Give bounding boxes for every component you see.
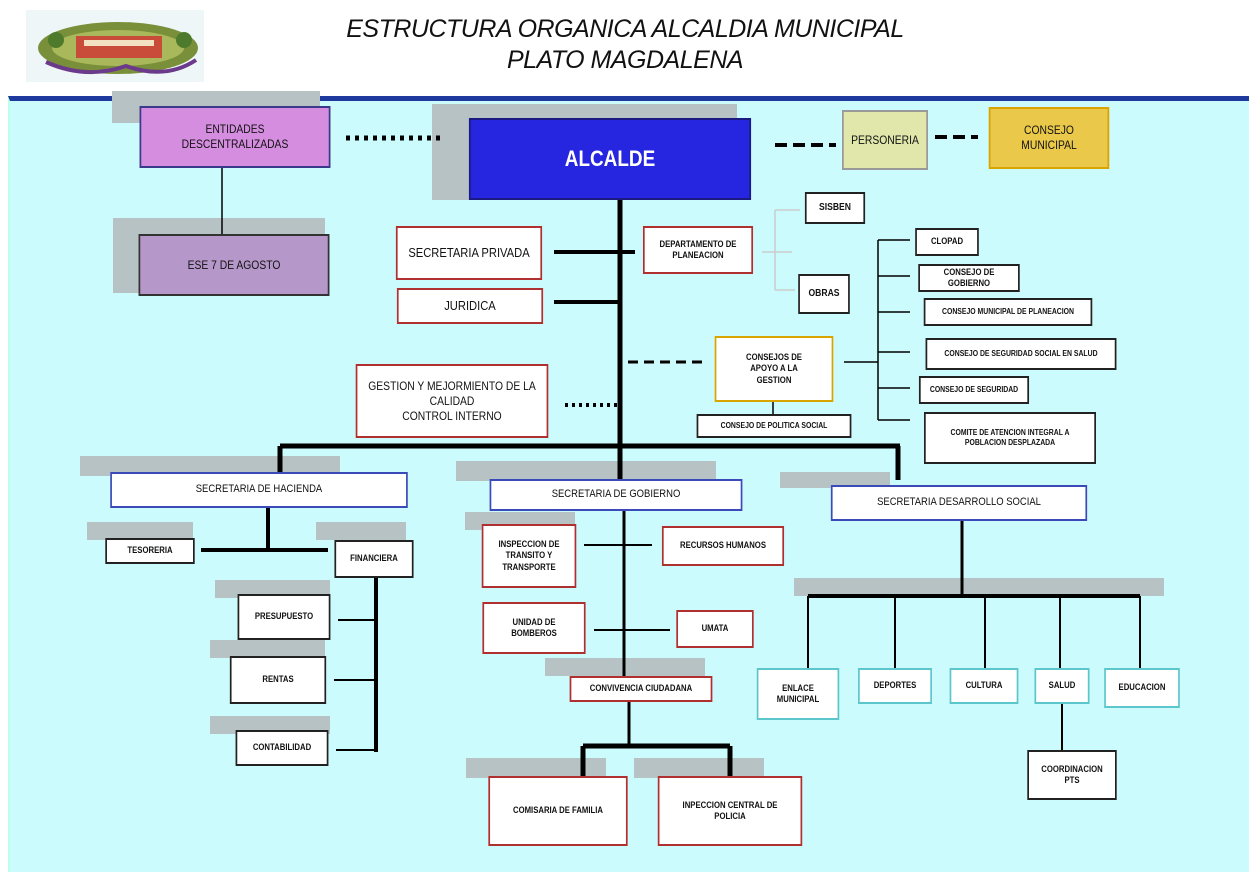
title-line-1: ESTRUCTURA ORGANICA ALCALDIA MUNICIPAL <box>346 15 904 43</box>
node-secretaria-gobierno: SECRETARIA DE GOBIERNO <box>489 479 743 511</box>
shadow <box>780 472 890 488</box>
chart-title: ESTRUCTURA ORGANICA ALCALDIA MUNICIPAL P… <box>300 14 950 76</box>
node-cultura: CULTURA <box>949 668 1019 704</box>
title-line-2: PLATO MAGDALENA <box>506 46 744 74</box>
node-secretaria-desarrollo-social: SECRETARIA DESARROLLO SOCIAL <box>830 485 1088 521</box>
node-deportes: DEPORTES <box>858 668 932 704</box>
node-personeria: PERSONERIA <box>842 110 928 170</box>
node-tesoreria: TESORERIA <box>105 538 195 564</box>
shadow <box>316 522 406 540</box>
shadow <box>210 716 330 734</box>
node-consejo-municipal-planeacion: CONSEJO MUNICIPAL DE PLANEACION <box>923 298 1093 326</box>
node-ese-7-de-agosto: ESE 7 DE AGOSTO <box>138 234 330 296</box>
node-recursos-humanos: RECURSOS HUMANOS <box>661 526 785 566</box>
node-departamento-planeacion: DEPARTAMENTO DE PLANEACION <box>642 226 754 274</box>
node-consejos-apoyo-gestion: CONSEJOS DE APOYO A LA GESTION <box>714 336 834 402</box>
node-enlace-municipal: ENLACE MUNICIPAL <box>756 668 840 720</box>
node-alcalde: ALCALDE <box>468 118 752 200</box>
node-convivencia-ciudadana: CONVIVENCIA CIUDADANA <box>569 676 713 702</box>
node-consejo-seguridad-social-salud: CONSEJO DE SEGURIDAD SOCIAL EN SALUD <box>925 338 1117 370</box>
node-contabilidad: CONTABILIDAD <box>235 730 329 766</box>
node-rentas: RENTAS <box>229 656 327 704</box>
shadow <box>87 522 193 540</box>
node-umata: UMATA <box>676 610 754 648</box>
shadow <box>215 580 330 598</box>
node-financiera: FINANCIERA <box>334 540 414 578</box>
municipal-logo <box>26 10 204 82</box>
shadow <box>456 461 716 481</box>
node-comite-poblacion-desplazada: COMITE DE ATENCION INTEGRAL A POBLACION … <box>924 412 1096 464</box>
node-consejo-seguridad: CONSEJO DE SEGURIDAD <box>918 376 1030 404</box>
node-entidades-descentralizadas: ENTIDADES DESCENTRALIZADAS <box>139 106 331 168</box>
node-secretaria-hacienda: SECRETARIA DE HACIENDA <box>110 472 408 508</box>
node-consejo-politica-social: CONSEJO DE POLITICA SOCIAL <box>696 414 852 438</box>
node-presupuesto: PRESUPUESTO <box>237 594 331 640</box>
shadow <box>210 640 325 658</box>
shadow <box>80 456 340 476</box>
node-consejo-gobierno: CONSEJO DE GOBIERNO <box>918 264 1020 292</box>
node-concejo-municipal: CONSEJO MUNICIPAL <box>988 107 1110 169</box>
header: ESTRUCTURA ORGANICA ALCALDIA MUNICIPAL P… <box>0 0 1251 96</box>
node-educacion: EDUCACION <box>1104 668 1180 708</box>
node-coordinacion-pts: COORDINACION PTS <box>1027 750 1117 800</box>
node-inspeccion-transito: INSPECCION DE TRANSITO Y TRANSPORTE <box>481 524 577 588</box>
shadow <box>466 758 606 778</box>
node-clopad: CLOPAD <box>915 228 979 256</box>
node-juridica: JURIDICA <box>396 288 544 324</box>
node-salud: SALUD <box>1034 668 1090 704</box>
node-unidad-bomberos: UNIDAD DE BOMBEROS <box>482 602 586 654</box>
node-inspeccion-central-policia: INPECCION CENTRAL DE POLICIA <box>657 776 803 846</box>
node-comisaria-familia: COMISARIA DE FAMILIA <box>488 776 628 846</box>
node-sisben: SISBEN <box>804 192 866 224</box>
node-secretaria-privada: SECRETARIA PRIVADA <box>395 226 543 280</box>
node-obras: OBRAS <box>798 274 850 314</box>
node-gestion-calidad-control-interno: GESTION Y MEJORMIENTO DE LA CALIDAD CONT… <box>355 364 549 438</box>
shadow <box>794 578 1164 596</box>
